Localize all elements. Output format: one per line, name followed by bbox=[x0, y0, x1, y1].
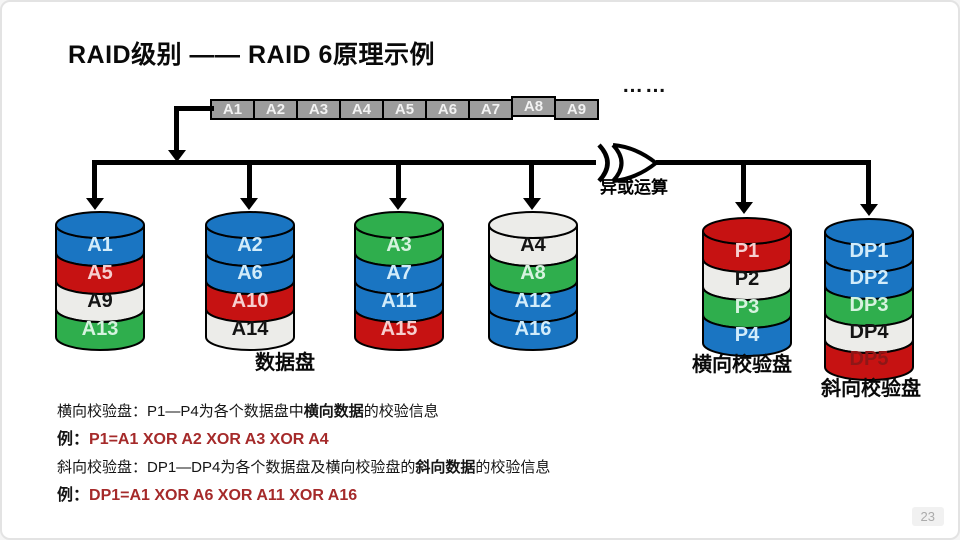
disk-band-label: P1 bbox=[735, 240, 759, 262]
disk-band-label: A3 bbox=[386, 234, 412, 256]
drop-line-disk2 bbox=[247, 162, 252, 198]
disk-row-parity: P1 P2 P3 P4 bbox=[702, 217, 792, 357]
disk-band-label: A10 bbox=[232, 290, 269, 312]
disk-data-1: A1 A5 A9 A13 bbox=[55, 211, 145, 351]
drop-line-parity-disk bbox=[741, 162, 746, 202]
stripe-ellipsis: …… bbox=[622, 74, 668, 97]
diagonal-parity-formula: DP1=A1 XOR A6 XOR A11 XOR A16 bbox=[89, 487, 358, 504]
disk-band bbox=[205, 308, 295, 351]
disk-band-label: A9 bbox=[87, 290, 113, 312]
disk-band-label: A8 bbox=[520, 262, 546, 284]
disk-band-label: DP4 bbox=[850, 321, 890, 343]
disk-top bbox=[55, 211, 145, 239]
disk-band-label: DP1 bbox=[850, 240, 889, 262]
disk-band bbox=[488, 308, 578, 351]
disk-top bbox=[488, 211, 578, 239]
stripe-cell-a7: A7 bbox=[468, 99, 513, 120]
stripe-cell-a6: A6 bbox=[425, 99, 470, 120]
arrow-disk4-icon bbox=[523, 198, 541, 210]
disk-data-4: A4 A8 A12 A16 bbox=[488, 211, 578, 351]
arrow-to-bus-icon bbox=[168, 150, 186, 162]
stripe-cell-a8: A8 bbox=[511, 96, 556, 117]
disk-band-label: A4 bbox=[520, 234, 546, 256]
arrow-parity-disk-icon bbox=[735, 202, 753, 214]
note-text: 的校验信息 bbox=[475, 459, 551, 476]
disk-band bbox=[354, 308, 444, 351]
disk-band-label: A12 bbox=[515, 290, 552, 312]
note-diagonal-parity-example: 例：DP1=A1 XOR A6 XOR A11 XOR A16 bbox=[57, 482, 697, 510]
disk-top bbox=[354, 211, 444, 239]
note-row-parity: 横向校验盘：P1—P4为各个数据盘中横向数据的校验信息 bbox=[57, 398, 697, 426]
xor-operation-label: 异或运算 bbox=[600, 178, 668, 197]
disk-diagonal-parity: DP1 DP2 DP3 DP4 DP5 bbox=[824, 218, 914, 381]
disk-band-label: A16 bbox=[515, 318, 552, 340]
disk-band-label: P3 bbox=[735, 296, 759, 318]
disk-band-label: A11 bbox=[381, 290, 417, 312]
arrow-disk2-icon bbox=[240, 198, 258, 210]
note-text: 横向校验盘：P1—P4为各个数据盘中 bbox=[57, 403, 304, 420]
disk-band-label: A5 bbox=[87, 262, 113, 284]
drop-line-diagonal-disk bbox=[866, 160, 871, 204]
disk-band-label: A14 bbox=[232, 318, 270, 340]
disk-band-label: DP2 bbox=[850, 267, 889, 289]
disk-top bbox=[702, 217, 792, 245]
example-label: 例： bbox=[57, 487, 90, 504]
disk-band bbox=[824, 339, 914, 381]
note-bold-text: 横向数据 bbox=[303, 403, 364, 420]
connector-elbow-horizontal bbox=[174, 106, 214, 111]
disk-band-label: A1 bbox=[87, 234, 113, 256]
arrow-diagonal-disk-icon bbox=[860, 204, 878, 216]
drop-line-disk4 bbox=[529, 162, 534, 198]
stripe-cell-a3: A3 bbox=[296, 99, 341, 120]
disk-band-label: P4 bbox=[735, 324, 760, 346]
bus-line-left bbox=[92, 160, 596, 165]
disk-band-label: A7 bbox=[386, 262, 412, 284]
disk-band-label: A6 bbox=[237, 262, 263, 284]
xor-gate-icon bbox=[597, 143, 658, 183]
stripe-cell-a2: A2 bbox=[253, 99, 298, 120]
connector-elbow-vertical bbox=[174, 106, 179, 150]
stripe-cell-a9: A9 bbox=[554, 99, 599, 120]
note-text: 的校验信息 bbox=[363, 403, 439, 420]
disk-band-label: P2 bbox=[735, 268, 759, 290]
disk-top bbox=[824, 218, 914, 246]
note-row-parity-example: 例：P1=A1 XOR A2 XOR A3 XOR A4 bbox=[57, 426, 697, 454]
stripe-cell-a5: A5 bbox=[382, 99, 427, 120]
disk-band bbox=[55, 308, 145, 351]
row-parity-formula: P1=A1 XOR A2 XOR A3 XOR A4 bbox=[89, 431, 329, 448]
example-label: 例： bbox=[57, 431, 90, 448]
note-diagonal-parity: 斜向校验盘：DP1—DP4为各个数据盘及横向校验盘的斜向数据的校验信息 bbox=[57, 454, 697, 482]
arrow-disk1-icon bbox=[86, 198, 104, 210]
page-number: 23 bbox=[911, 507, 944, 526]
row-parity-disk-label: 横向校验盘 bbox=[692, 354, 792, 376]
drop-line-disk1 bbox=[92, 160, 97, 198]
drop-line-disk3 bbox=[396, 162, 401, 198]
disk-band-label: A15 bbox=[381, 318, 418, 340]
disk-band-label: DP3 bbox=[850, 294, 889, 316]
notes-block: 横向校验盘：P1—P4为各个数据盘中横向数据的校验信息 例：P1=A1 XOR … bbox=[57, 398, 697, 510]
stripe-cell-a4: A4 bbox=[339, 99, 384, 120]
disk-band bbox=[702, 314, 792, 357]
page-title: RAID级别 —— RAID 6原理示例 bbox=[68, 41, 435, 69]
stripe-cell-a1: A1 bbox=[210, 99, 255, 120]
disk-data-3: A3 A7 A11 A15 bbox=[354, 211, 444, 351]
data-stripe: A1 A2 A3 A4 A5 A6 A7 A8 A9 bbox=[210, 96, 599, 120]
disk-band-label: A2 bbox=[237, 234, 263, 256]
note-bold-text: 斜向数据 bbox=[415, 459, 476, 476]
disk-data-2: A2 A6 A10 A14 bbox=[205, 211, 295, 351]
data-disks-label: 数据盘 bbox=[255, 352, 315, 374]
bus-line-right bbox=[656, 160, 871, 165]
arrow-disk3-icon bbox=[389, 198, 407, 210]
disk-band-label: DP5 bbox=[850, 348, 889, 370]
diagonal-parity-disk-label: 斜向校验盘 bbox=[821, 378, 921, 400]
disk-band-label: A13 bbox=[82, 318, 119, 340]
disk-top bbox=[205, 211, 295, 239]
note-text: 斜向校验盘：DP1—DP4为各个数据盘及横向校验盘的 bbox=[57, 459, 416, 476]
